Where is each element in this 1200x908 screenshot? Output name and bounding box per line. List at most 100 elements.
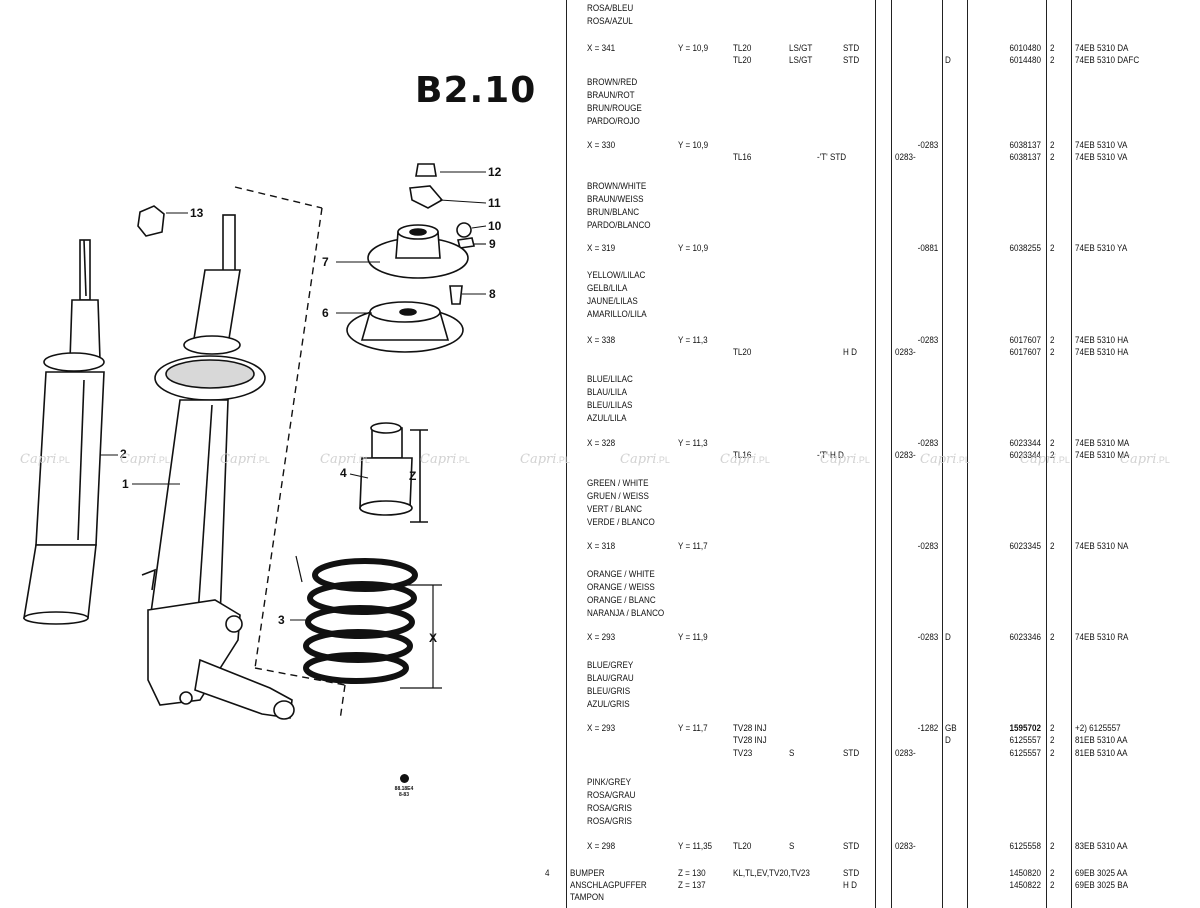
quantity: 2 bbox=[1050, 541, 1055, 552]
strut-assembly-drawing bbox=[23, 163, 487, 721]
watermark-suffix: .PL bbox=[56, 455, 70, 465]
part-number: 6014480 bbox=[1009, 55, 1041, 66]
callout-6: 6 bbox=[322, 306, 329, 320]
engineering-reference: 74EB 5310 DAFC bbox=[1075, 55, 1140, 66]
model-code: KL,TL,EV,TV20,TV23 bbox=[733, 868, 810, 879]
watermark-text: Capri.PL bbox=[520, 452, 570, 467]
color-code-label: BRAUN/ROT bbox=[587, 90, 635, 101]
quantity: 2 bbox=[1050, 438, 1055, 449]
color-code-label: VERDE / BLANCO bbox=[587, 517, 655, 528]
engineering-reference: 74EB 5310 VA bbox=[1075, 152, 1128, 163]
watermark-word: Capri bbox=[120, 452, 157, 467]
engine-spec: STD bbox=[843, 55, 860, 66]
engineering-reference: 74EB 5310 HA bbox=[1075, 335, 1129, 346]
color-code-label: JAUNE/LILAS bbox=[587, 296, 638, 307]
color-code-label: BRUN/ROUGE bbox=[587, 103, 642, 114]
part-number: 6038255 bbox=[1009, 243, 1041, 254]
callout-2: 2 bbox=[120, 447, 127, 461]
engineering-reference: 74EB 5310 YA bbox=[1075, 243, 1128, 254]
color-code-label: ROSA/GRIS bbox=[587, 803, 632, 814]
watermark-word: Capri bbox=[720, 452, 757, 467]
dimension-x-value: X = 293 bbox=[587, 723, 616, 734]
engineering-reference: 74EB 5310 HA bbox=[1075, 347, 1129, 358]
color-code-label: BRUN/BLANC bbox=[587, 207, 640, 218]
model-code: TL20 bbox=[733, 55, 752, 66]
model-code: TV23 bbox=[733, 748, 753, 759]
dimension-x-value: X = 319 bbox=[587, 243, 616, 254]
date-range: 0283- bbox=[895, 347, 916, 358]
part-number: 6125557 bbox=[1009, 735, 1041, 746]
color-code-label: BLEU/LILAS bbox=[587, 400, 633, 411]
color-code-label: ORANGE / WHITE bbox=[587, 569, 655, 580]
dimension-y-value: Y = 10,9 bbox=[678, 140, 709, 151]
model-code: TL20 bbox=[733, 43, 752, 54]
dimension-z-value: Z = 130 bbox=[678, 868, 706, 879]
engineering-reference: 74EB 5310 NA bbox=[1075, 541, 1129, 552]
engineering-reference: 74EB 5310 DA bbox=[1075, 43, 1129, 54]
callout-11: 11 bbox=[488, 196, 501, 210]
color-code-label: ORANGE / BLANC bbox=[587, 595, 656, 606]
column-divider bbox=[1046, 0, 1047, 908]
watermark-suffix: .PL bbox=[156, 455, 170, 465]
part-number: 1450822 bbox=[1009, 880, 1041, 891]
watermark-word: Capri bbox=[220, 452, 257, 467]
date-range: -0283 bbox=[917, 541, 938, 552]
top-mount-part-7 bbox=[367, 224, 469, 279]
stamp-dot bbox=[399, 774, 409, 783]
color-code-label: YELLOW/LILAC bbox=[587, 270, 646, 281]
callout-3: 3 bbox=[278, 613, 285, 627]
engineering-reference: 74EB 5310 MA bbox=[1075, 438, 1130, 449]
watermark-text: Capri.PL bbox=[20, 452, 70, 467]
stamp-line-2: 8-83 bbox=[398, 792, 409, 798]
dimension-y-value: Y = 11,9 bbox=[678, 632, 708, 643]
dimension-y-value: Y = 11,3 bbox=[678, 335, 708, 346]
engineering-reference: +2) 6125557 bbox=[1075, 723, 1121, 734]
engine-spec: STD bbox=[843, 748, 860, 759]
dimension-z-value: Z = 137 bbox=[678, 880, 706, 891]
watermark-text: Capri.PL bbox=[920, 452, 970, 467]
dimension-y-value: Y = 11,3 bbox=[678, 438, 708, 449]
watermark-text: Capri.PL bbox=[1120, 452, 1170, 467]
model-code: TL20 bbox=[733, 347, 752, 358]
dimension-x-value: X = 318 bbox=[587, 541, 616, 552]
quantity: 2 bbox=[1050, 868, 1055, 879]
model-code: TL20 bbox=[733, 841, 752, 852]
dimension-x-value: X = 338 bbox=[587, 335, 616, 346]
engineering-reference: 74EB 5310 RA bbox=[1075, 632, 1129, 643]
strut-part-1 bbox=[141, 214, 295, 720]
dimension-x-value: X = 328 bbox=[587, 438, 616, 449]
country-code: D bbox=[945, 632, 951, 643]
watermark-suffix: .PL bbox=[856, 455, 870, 465]
engineering-reference: 74EB 5310 MA bbox=[1075, 450, 1130, 461]
quantity: 2 bbox=[1050, 450, 1055, 461]
watermark-suffix: .PL bbox=[356, 455, 370, 465]
watermark-word: Capri bbox=[1120, 452, 1157, 467]
section-code: B2.10 bbox=[415, 70, 537, 111]
engineering-reference: 81EB 5310 AA bbox=[1075, 735, 1128, 746]
watermark-word: Capri bbox=[420, 452, 457, 467]
watermark-suffix: .PL bbox=[956, 455, 970, 465]
part-number: 6023346 bbox=[1009, 632, 1041, 643]
drawing-stamp: 88.18E4 8-83 bbox=[392, 774, 416, 798]
spring-seat-part-6 bbox=[346, 301, 464, 353]
date-range: 0283- bbox=[895, 152, 916, 163]
dimension-x-value: X = 298 bbox=[587, 841, 616, 852]
quantity: 2 bbox=[1050, 140, 1055, 151]
dimension-x-value: X = 293 bbox=[587, 632, 616, 643]
date-range: -0283 bbox=[917, 438, 938, 449]
quantity: 2 bbox=[1050, 243, 1055, 254]
dimension-y-value: Y = 10,9 bbox=[678, 243, 709, 254]
engine-spec: STD bbox=[843, 43, 860, 54]
color-code-label: NARANJA / BLANCO bbox=[587, 608, 665, 619]
column-divider bbox=[566, 0, 567, 908]
color-code-label: ROSA/GRAU bbox=[587, 790, 636, 801]
quantity: 2 bbox=[1050, 152, 1055, 163]
watermark-suffix: .PL bbox=[456, 455, 470, 465]
watermark-text: Capri.PL bbox=[1020, 452, 1070, 467]
color-code-label: PINK/GREY bbox=[587, 777, 631, 788]
part-number: 6023345 bbox=[1009, 541, 1041, 552]
callout-9: 9 bbox=[489, 237, 496, 251]
quantity: 2 bbox=[1050, 735, 1055, 746]
part-number: 6010480 bbox=[1009, 43, 1041, 54]
dimension-x-value: X = 341 bbox=[587, 43, 616, 54]
